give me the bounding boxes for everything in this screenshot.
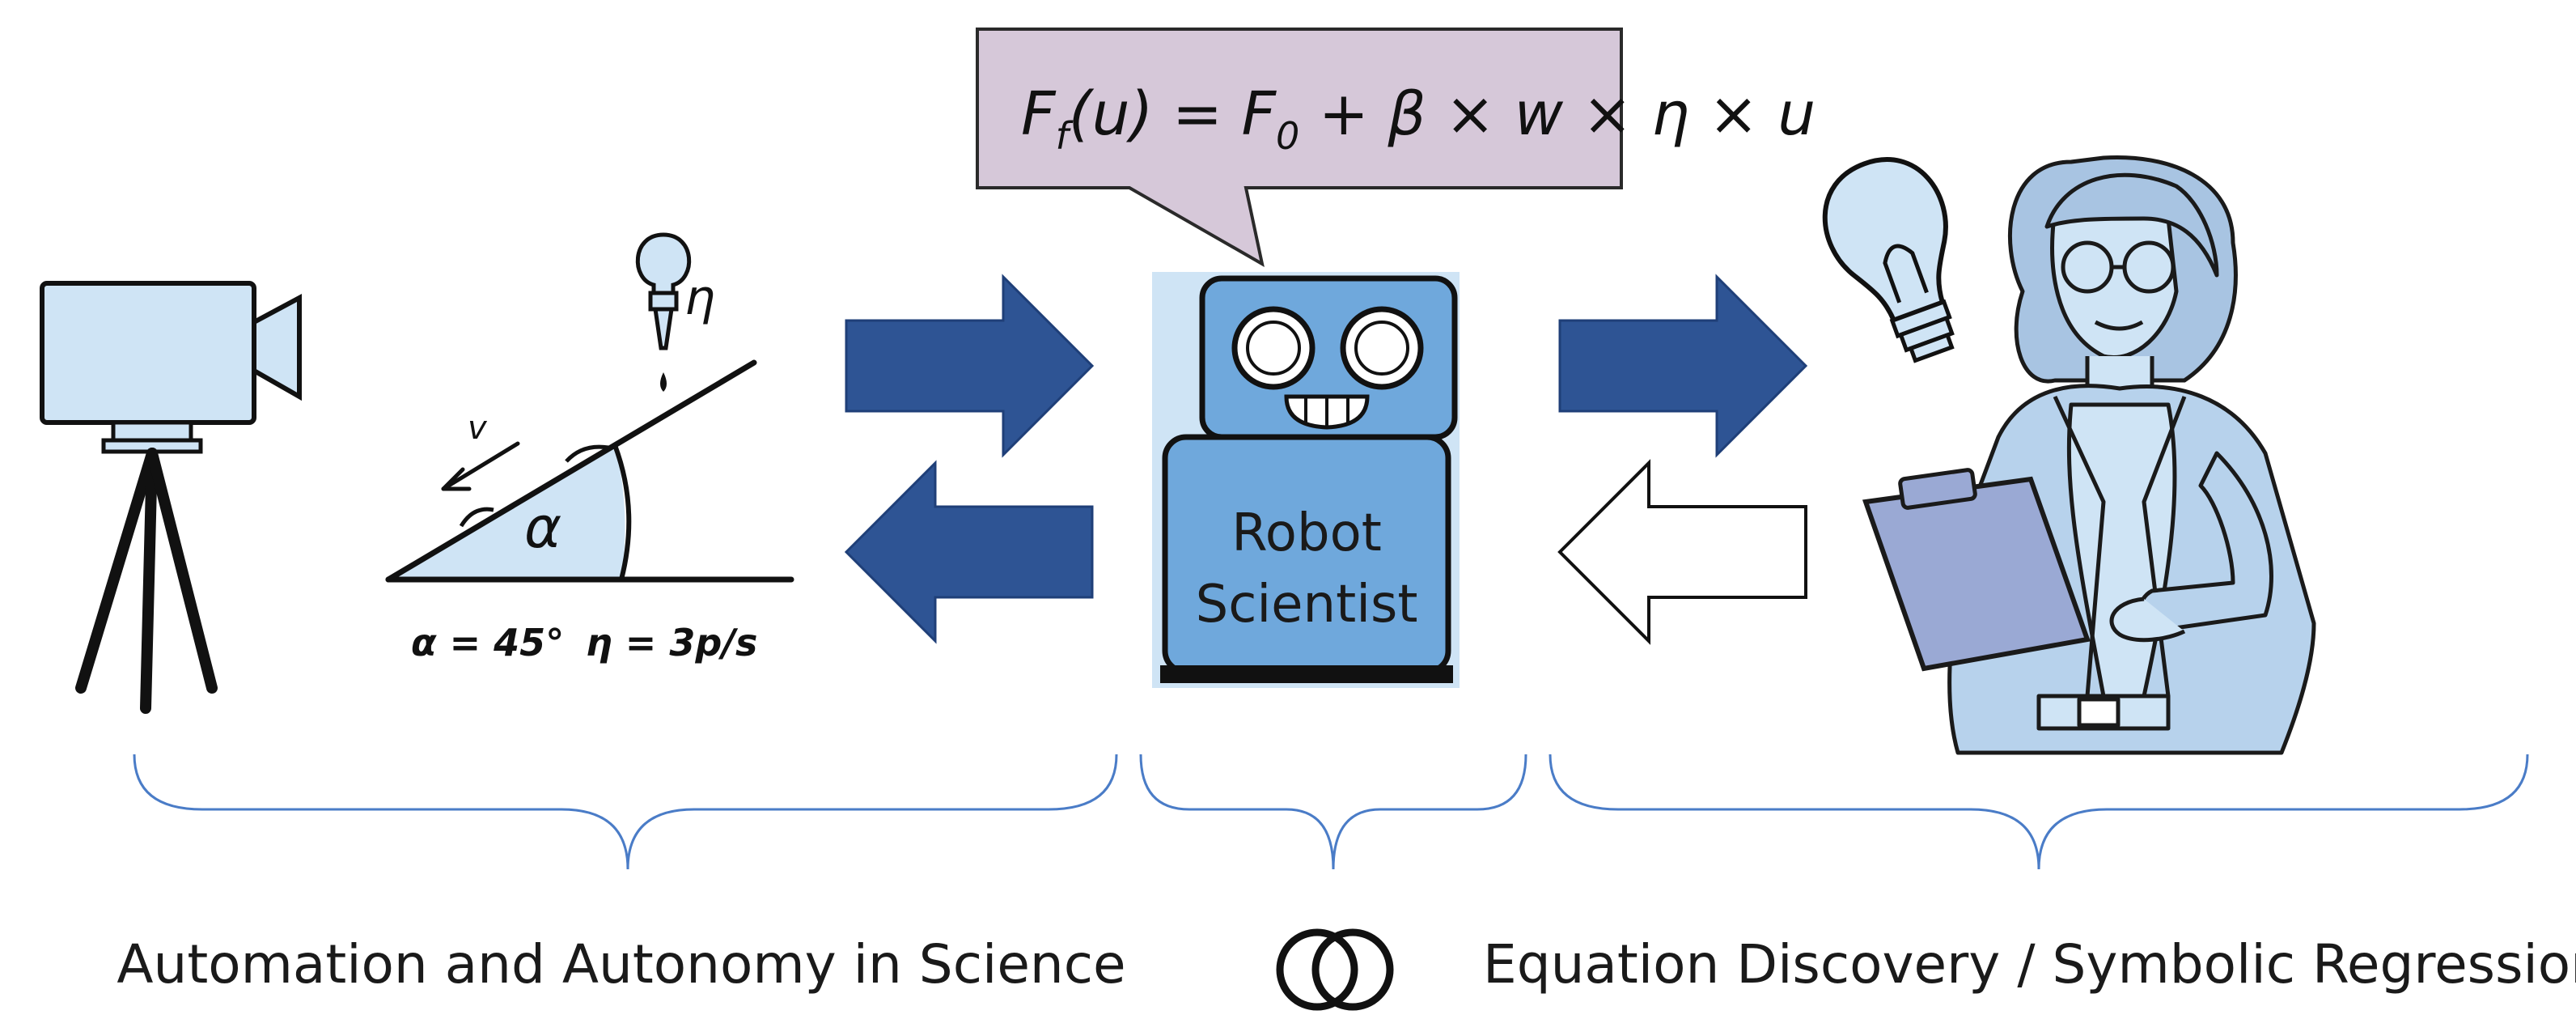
eq-rest: + β × xyxy=(1299,79,1514,149)
speech-bubble: Ff(u) = F0 + β × w × η × u xyxy=(976,28,1815,267)
eq-eq: = F xyxy=(1153,79,1277,149)
eq-w: w xyxy=(1515,79,1564,149)
arrow-from-robot xyxy=(844,460,1094,644)
eq-open: (u) xyxy=(1069,79,1154,149)
robot-label-line2: Scientist xyxy=(1196,575,1418,635)
arrow-to-robot-top xyxy=(845,274,1095,458)
arrow-from-scientist xyxy=(1557,459,1807,645)
brace-left xyxy=(133,754,1118,870)
robot-icon: Robot Scientist xyxy=(1152,272,1460,688)
brace-right xyxy=(1549,754,2529,870)
intersection-icon xyxy=(1276,928,1394,1011)
scientist-icon xyxy=(1947,155,2316,755)
velocity-arrow xyxy=(441,441,520,491)
clipboard-icon xyxy=(1862,468,2091,672)
lightbulb-icon xyxy=(1822,157,1955,363)
eq-F: F xyxy=(1021,79,1057,149)
eq-zero-sub: 0 xyxy=(1276,114,1299,158)
brace-middle xyxy=(1139,754,1527,870)
eq-times2: × u xyxy=(1689,79,1815,149)
angle-value: α = 45° xyxy=(411,621,564,664)
equation-text: Ff(u) = F0 + β × w × η × u xyxy=(1021,79,1815,158)
dropper-label: η xyxy=(684,270,715,326)
camera-icon xyxy=(40,281,302,454)
angle-symbol: α xyxy=(524,495,561,561)
rate-value: η = 3p/s xyxy=(586,621,757,664)
footer-right-label: Equation Discovery / Symbolic Regression xyxy=(1483,933,2576,996)
eq-eta: η xyxy=(1651,79,1689,149)
footer-left-label: Automation and Autonomy in Science xyxy=(117,933,1125,996)
dropper-icon: η xyxy=(635,232,715,392)
tripod-icon xyxy=(75,448,218,714)
arrow-to-scientist xyxy=(1558,274,1808,458)
eq-times1: × xyxy=(1563,79,1651,149)
robot-label-line1: Robot xyxy=(1231,503,1382,563)
incline-icon: α v xyxy=(385,359,794,583)
velocity-label: v xyxy=(468,410,488,447)
